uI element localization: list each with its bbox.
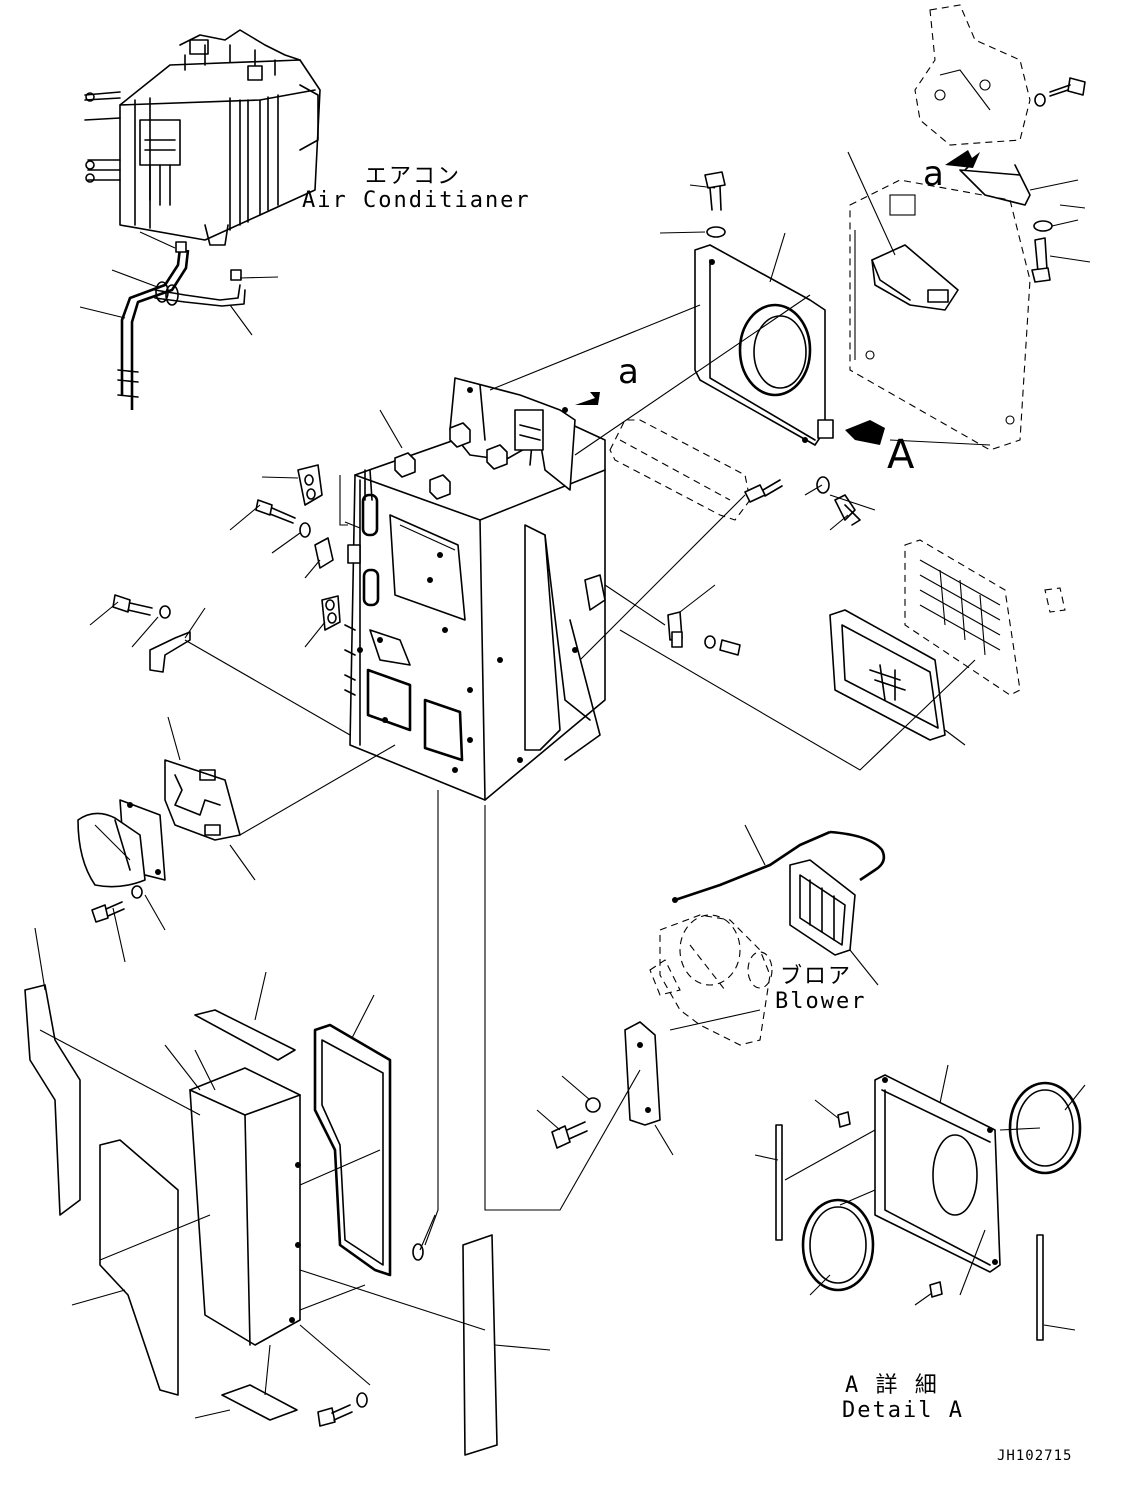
view-arrow-a-right — [945, 150, 980, 168]
duct-frame — [694, 244, 834, 446]
detail-a-label-en: Detail A — [842, 1398, 964, 1423]
blower-label-jp: ブロア — [780, 964, 852, 989]
bolt-duct-elbow — [91, 885, 143, 923]
view-arrow-A — [845, 420, 885, 445]
detail-a-label-jp: A 詳 細 — [845, 1373, 939, 1398]
wire-harness — [672, 830, 886, 903]
seal-gasket-frame — [313, 1023, 392, 1277]
view-arrow-A-label: A — [887, 432, 915, 478]
bolt-top-right — [1034, 77, 1086, 107]
air-conditioner-label-jp: エアコン — [365, 164, 461, 189]
bolt-2 — [112, 594, 171, 619]
bolt-duct-frame — [704, 171, 726, 238]
blower-label-en: Blower — [775, 989, 866, 1014]
main-duct-housing — [314, 377, 606, 801]
view-letter-a-right: a — [923, 154, 944, 194]
bolt-center — [744, 476, 861, 526]
sensor — [667, 611, 741, 656]
detail-a-frame — [874, 1074, 1001, 1273]
grille-panel — [904, 539, 1066, 696]
filter-frame-ghost — [609, 419, 751, 521]
detail-a-ring-gasket-1 — [1008, 1081, 1082, 1175]
grommet-lower — [321, 595, 341, 631]
duct-strip-left — [24, 984, 81, 1216]
detail-a-ring-gasket-2 — [801, 1198, 875, 1292]
insulation-pad-bottom — [221, 1384, 298, 1421]
insulation-sheet-left — [99, 1139, 179, 1396]
insulation-pad-top — [194, 1009, 296, 1061]
resistor-module — [789, 859, 856, 956]
air-conditioner-unit — [84, 29, 321, 246]
duct-box — [189, 1067, 301, 1346]
air-filter — [829, 609, 946, 741]
leader-lines — [34, 151, 1091, 1419]
drain-hose-assembly — [117, 241, 246, 410]
air-conditioner-label-en: Air Conditianer — [302, 188, 531, 213]
bracket-small — [149, 631, 191, 673]
blower-bracket — [624, 1021, 661, 1126]
bolt-bottom — [317, 1392, 368, 1427]
gasket-plate — [164, 759, 241, 841]
duct-elbow — [77, 799, 166, 888]
detail-a-clip-1 — [837, 1111, 851, 1128]
view-letter-a: a — [618, 352, 639, 392]
rear-cover-panel — [849, 179, 1031, 451]
bolt-blower — [551, 1097, 601, 1149]
grommet-upper — [297, 464, 323, 506]
bolt-1 — [255, 499, 311, 538]
detail-a-clip-2 — [929, 1281, 943, 1298]
washer-bottom — [412, 1243, 424, 1261]
bolt-right — [1031, 237, 1051, 283]
washer-right — [1033, 220, 1053, 232]
detail-a-seal-strip-left — [775, 1124, 783, 1241]
insulation-strip-bottom — [462, 1234, 498, 1456]
view-arrow-a — [575, 392, 600, 405]
drawing-code: JH102715 — [997, 1448, 1072, 1464]
blower-motor — [649, 914, 773, 1046]
detail-a-seal-strip-right — [1036, 1234, 1044, 1341]
